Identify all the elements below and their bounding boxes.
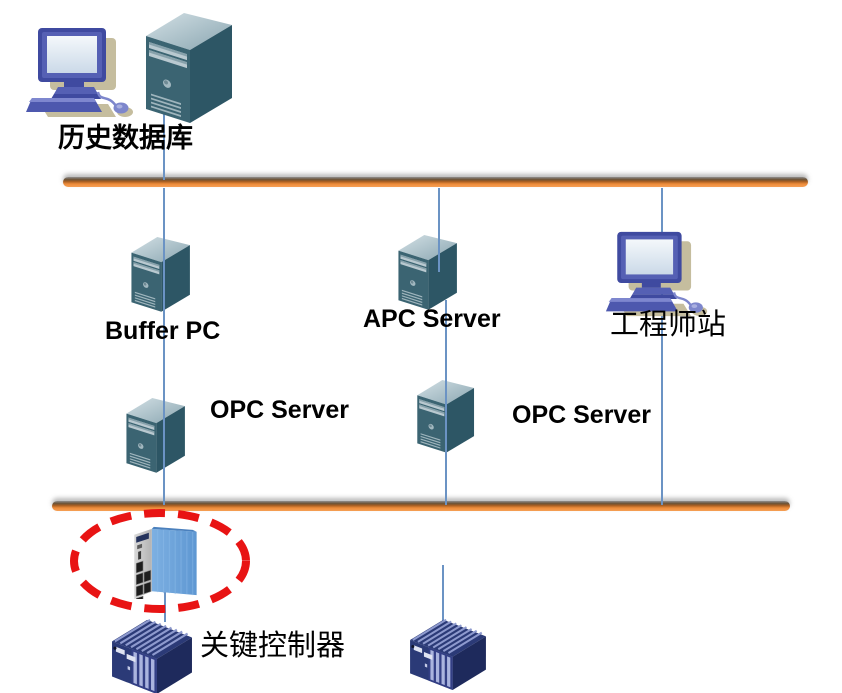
network-bus-lower — [52, 501, 790, 511]
connector-lower-bus-to-controller-2 — [442, 565, 444, 622]
tower-server-icon — [126, 232, 194, 314]
plc-controller-icon — [108, 616, 196, 693]
label-opc-server-1: OPC Server — [210, 396, 349, 424]
connector-upper-bus-to-engineer-to-lower-bus — [661, 188, 663, 505]
connector-upper-bus-to-apc-server — [438, 188, 440, 272]
tower-server-icon — [121, 390, 189, 478]
plc-controller-icon — [404, 616, 492, 690]
desktop-workstation-icon — [604, 228, 710, 318]
highlight-ellipse — [70, 509, 250, 613]
label-engineer-station: 工程师站 — [610, 309, 727, 341]
tower-server-icon — [393, 230, 461, 312]
network-bus-upper — [63, 177, 808, 187]
label-opc-server-2: OPC Server — [512, 401, 651, 429]
tower-server-icon — [138, 6, 238, 126]
label-buffer-pc: Buffer PC — [105, 317, 221, 345]
connector-historical-db-to-upper-bus — [163, 96, 165, 180]
label-apc-server: APC Server — [363, 305, 501, 333]
connector-apc-to-opc-to-lower-bus — [445, 300, 447, 505]
desktop-workstation-icon — [24, 24, 136, 119]
connector-upper-bus-to-buffer-opc-lower-bus — [163, 188, 165, 505]
label-historical-db: 历史数据库 — [58, 123, 193, 153]
label-key-controller: 关键控制器 — [200, 630, 346, 662]
